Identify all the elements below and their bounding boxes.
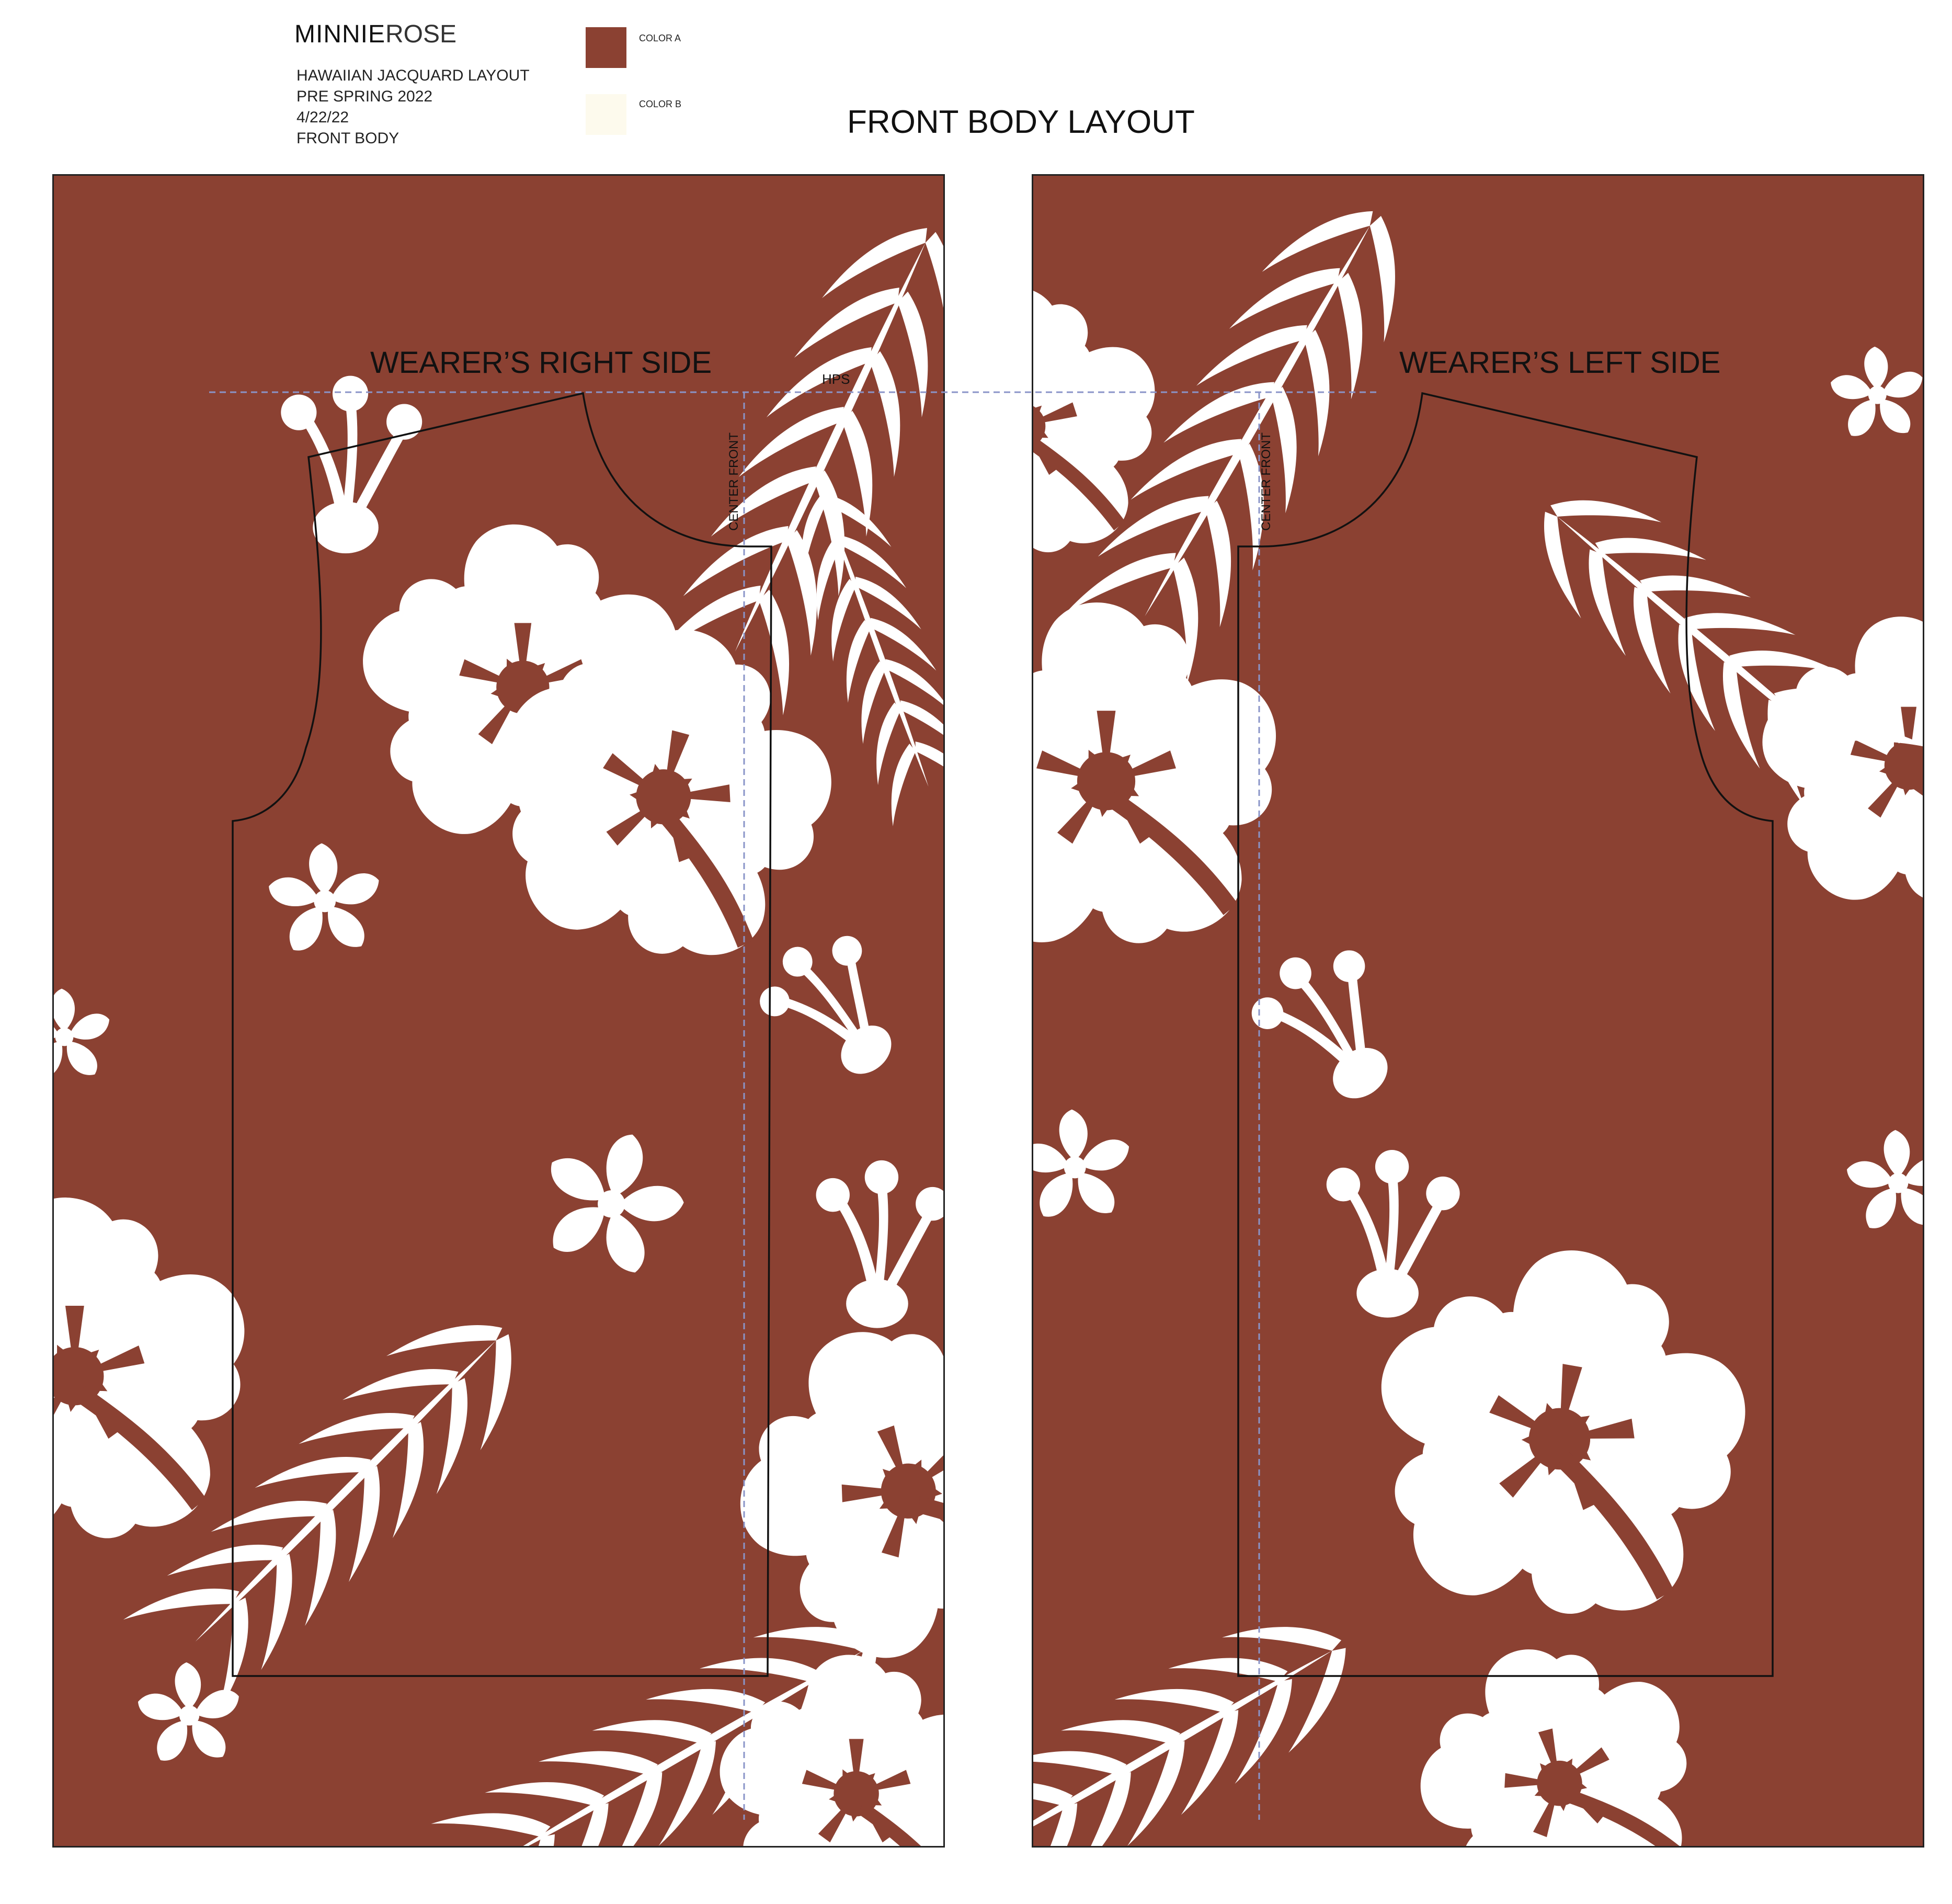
spec-line-date: 4/22/22 [296, 109, 349, 126]
color-a-label: COLOR A [639, 33, 681, 43]
center-front-label-right-side: CENTER FRONT [727, 432, 741, 531]
spec-line-season: PRE SPRING 2022 [296, 88, 433, 105]
spec-line-style: HAWAIIAN JACQUARD LAYOUT [296, 67, 530, 84]
fabric-panel-wearers-right [52, 174, 945, 1848]
hibiscus-pattern-left [54, 176, 943, 1846]
center-front-label-left-side: CENTER FRONT [1259, 432, 1273, 531]
spec-info: HAWAIIAN JACQUARD LAYOUT PRE SPRING 2022… [296, 65, 530, 149]
color-a-swatch [586, 27, 626, 68]
hibiscus-pattern-right [1033, 176, 1923, 1846]
color-b-label: COLOR B [639, 99, 682, 109]
fabric-panel-wearers-left [1032, 174, 1924, 1848]
brand-name-part1: MINNIE [294, 20, 385, 48]
brand-logo: MINNIEROSE [294, 20, 456, 49]
page-title: FRONT BODY LAYOUT [847, 104, 1195, 140]
wearers-right-side-label: WEARER’S RIGHT SIDE [370, 346, 712, 380]
color-b-swatch [586, 94, 626, 135]
brand-name-part2: ROSE [385, 20, 457, 48]
spec-line-piece: FRONT BODY [296, 130, 399, 147]
wearers-left-side-label: WEARER’S LEFT SIDE [1399, 346, 1721, 380]
hps-label: HPS [822, 371, 850, 387]
